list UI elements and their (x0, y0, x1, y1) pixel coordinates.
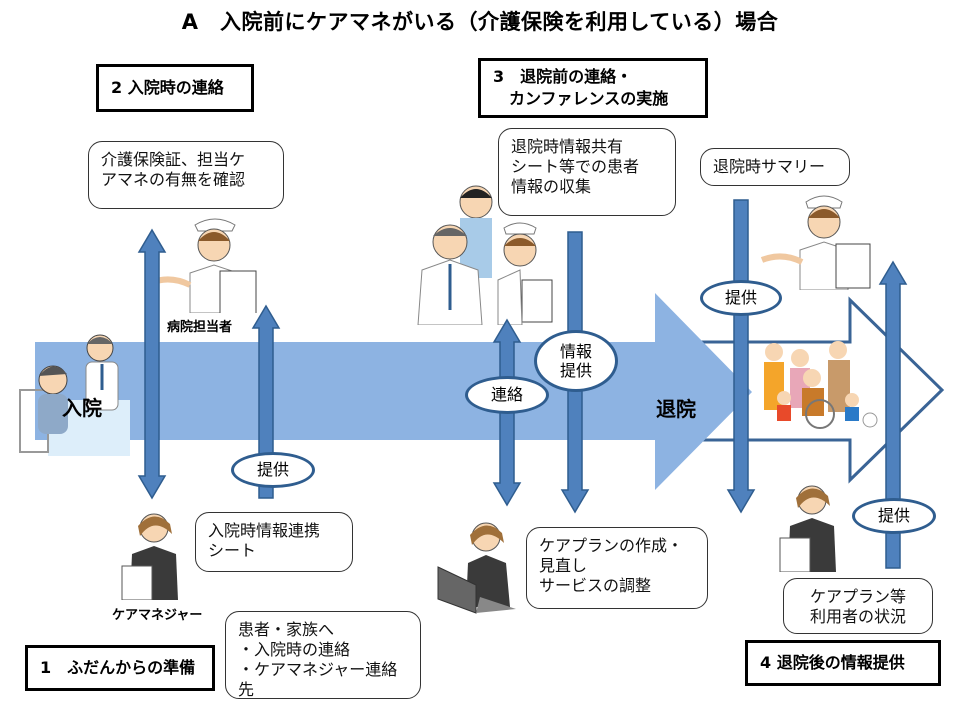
step-4-box: 4 退院後の情報提供 (745, 640, 941, 686)
step-3-label: 3 退院前の連絡・ カンファレンスの実施 (493, 67, 669, 108)
patient-doctor-illustration (19, 334, 130, 456)
note-careplan-review: ケアプランの作成・ 見直し サービスの調整 (526, 527, 708, 609)
note-discharge-info: 退院時情報共有 シート等での患者 情報の収集 (498, 128, 676, 216)
family-illustration (764, 341, 878, 429)
step-4-label: 4 退院後の情報提供 (760, 653, 905, 673)
step-1-label: 1 ふだんからの準備 (40, 658, 196, 678)
arrow-hospital-to-cm (137, 228, 167, 500)
discharge-label: 退院 (656, 397, 696, 421)
oval-provide-discharge: 提供 (700, 280, 782, 316)
note-admission-sheet: 入院時情報連携 シート (195, 512, 353, 572)
oval-provide-admission: 提供 (231, 452, 315, 488)
care-manager-label: ケアマネジャー (112, 608, 203, 623)
care-manager-post-discharge-illustration (779, 485, 836, 572)
arrow-post-provide (878, 260, 908, 569)
step-2-box: 2 入院時の連絡 (96, 64, 254, 112)
note-discharge-summary: 退院時サマリー (700, 148, 850, 186)
page-title: A 入院前にケアマネがいる（介護保険を利用している）場合 (181, 10, 779, 34)
nurse-discharge-illustration (760, 195, 871, 290)
care-manager-illustration (121, 513, 178, 600)
step-1-box: 1 ふだんからの準備 (25, 645, 215, 691)
note-patient-family: 患者・家族へ ・入院時の連絡 ・ケアマネジャー連絡先 (225, 611, 421, 699)
note-careplan-status: ケアプラン等 利用者の状況 (783, 578, 933, 634)
oval-provide-post: 提供 (852, 498, 936, 534)
step-2-label: 2 入院時の連絡 (111, 78, 224, 98)
step-3-box: 3 退院前の連絡・ カンファレンスの実施 (478, 58, 708, 118)
hospital-staff-label: 病院担当者 (167, 320, 233, 335)
care-manager-laptop-illustration (437, 522, 516, 614)
arrow-cm-to-hospital (251, 304, 281, 499)
oval-contact: 連絡 (465, 376, 549, 414)
note-insurance-check: 介護保険証、担当ケ アマネの有無を確認 (88, 141, 284, 209)
oval-info-provide: 情報 提供 (534, 330, 618, 392)
arrow-summary (726, 199, 756, 514)
nurse-illustration (150, 218, 257, 313)
admission-label: 入院 (62, 396, 102, 420)
medical-team-illustration (417, 185, 553, 325)
